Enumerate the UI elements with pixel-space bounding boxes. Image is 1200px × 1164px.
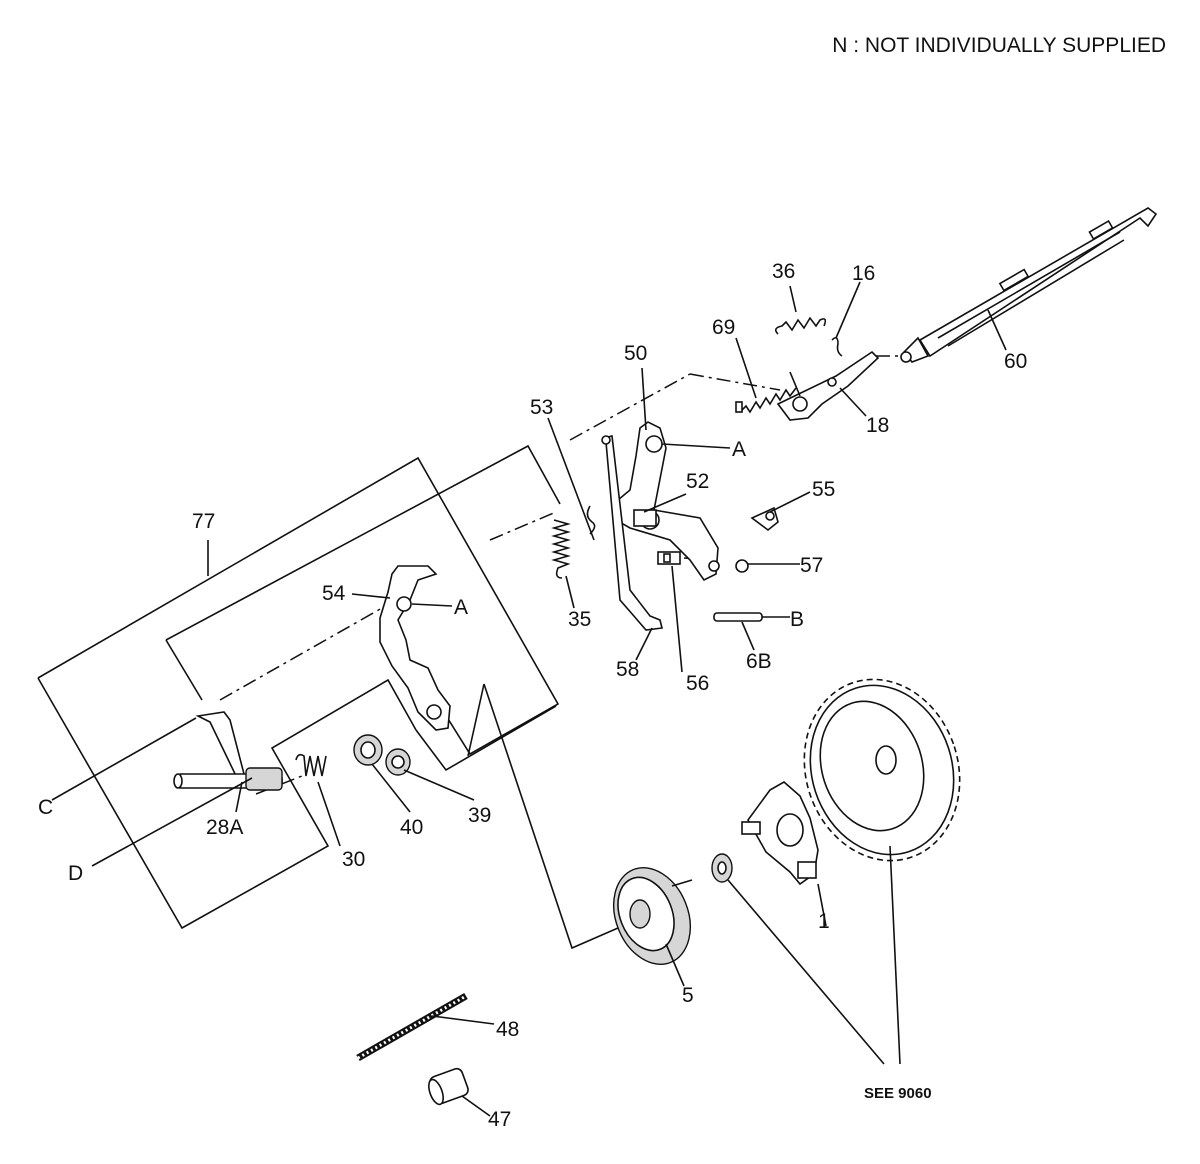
label-5: 5 bbox=[682, 984, 694, 1007]
part-48-rod bbox=[356, 992, 468, 1062]
label-56: 56 bbox=[686, 672, 709, 695]
part-number-labels: 77 54 A 53 50 A 52 55 57 B 6B 56 58 35 6… bbox=[38, 260, 1027, 1131]
label-53: 53 bbox=[530, 396, 553, 419]
part-36-spring bbox=[774, 316, 827, 335]
part-57 bbox=[735, 559, 749, 573]
part-54-lever bbox=[379, 565, 451, 731]
part-5-pulley bbox=[613, 867, 693, 965]
part-53-arm bbox=[601, 435, 663, 631]
label-47: 47 bbox=[488, 1108, 511, 1131]
part-30-spring bbox=[295, 753, 327, 777]
label-57: 57 bbox=[800, 554, 823, 577]
see-reference: SEE 9060 bbox=[864, 1085, 932, 1102]
part-60-slide-bar bbox=[900, 207, 1158, 363]
ref-a-right: A bbox=[732, 438, 746, 461]
part-6b-pin bbox=[713, 612, 763, 622]
label-18: 18 bbox=[866, 414, 889, 437]
label-58: 58 bbox=[616, 658, 639, 681]
part-1-cam-plate bbox=[741, 781, 819, 886]
label-35: 35 bbox=[568, 608, 591, 631]
part-52-screw bbox=[633, 509, 657, 527]
ref-d: D bbox=[68, 862, 83, 885]
label-55: 55 bbox=[812, 478, 835, 501]
not-supplied-note: N : NOT INDIVIDUALLY SUPPLIED bbox=[832, 34, 1166, 57]
part-16-clip bbox=[831, 336, 843, 357]
part-55 bbox=[750, 506, 779, 532]
part-18-lever bbox=[776, 350, 880, 421]
ref-b: B bbox=[790, 608, 804, 631]
ref-a-left: A bbox=[454, 596, 468, 619]
label-1: 1 bbox=[818, 910, 830, 933]
small-washer bbox=[711, 853, 733, 883]
part-40-washer bbox=[353, 734, 383, 766]
label-6b: 6B bbox=[746, 650, 772, 673]
label-36: 36 bbox=[772, 260, 795, 283]
label-30: 30 bbox=[342, 848, 365, 871]
label-77: 77 bbox=[192, 510, 215, 533]
part-56-screw bbox=[657, 551, 681, 565]
label-39: 39 bbox=[468, 804, 491, 827]
large-gear bbox=[803, 678, 961, 862]
part-28a-shaft bbox=[173, 711, 283, 791]
part-39-nut bbox=[385, 748, 411, 776]
part-69-spring bbox=[735, 387, 797, 414]
label-52: 52 bbox=[686, 470, 709, 493]
ref-c: C bbox=[38, 796, 53, 819]
label-40: 40 bbox=[400, 816, 423, 839]
label-48: 48 bbox=[496, 1018, 519, 1041]
part-47-sleeve bbox=[428, 1067, 469, 1106]
label-54: 54 bbox=[322, 582, 346, 605]
label-50: 50 bbox=[624, 342, 647, 365]
label-60: 60 bbox=[1004, 350, 1027, 373]
label-69: 69 bbox=[712, 316, 735, 339]
leader-lines bbox=[51, 281, 1007, 1117]
label-28a: 28A bbox=[206, 816, 243, 839]
part-35-spring bbox=[551, 505, 596, 579]
label-16: 16 bbox=[852, 262, 875, 285]
assembly-77-outline bbox=[37, 444, 619, 950]
